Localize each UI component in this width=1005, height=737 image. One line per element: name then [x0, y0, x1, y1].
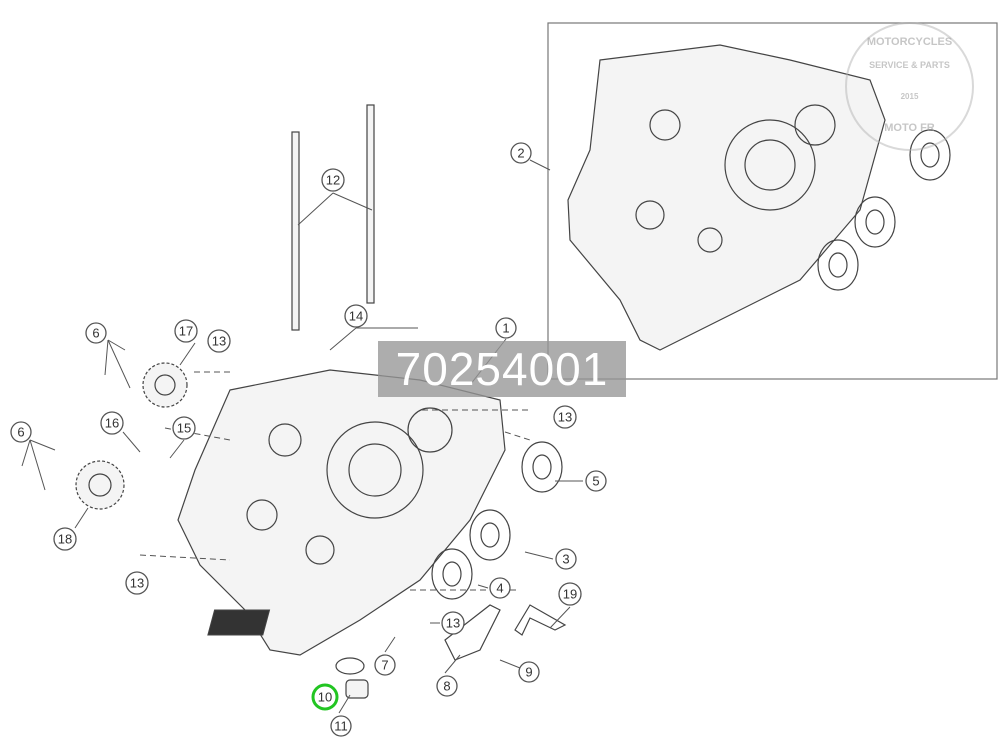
part-number-label: 70254001 — [378, 341, 626, 397]
callout-14: 14 — [344, 304, 368, 328]
svg-text:11: 11 — [334, 719, 348, 734]
watermark-bottom-text: MOTO FR — [884, 122, 935, 134]
callout-18: 18 — [53, 527, 77, 551]
callout-17: 17 — [174, 319, 198, 343]
svg-text:17: 17 — [179, 324, 193, 339]
svg-text:18: 18 — [58, 532, 72, 547]
svg-text:13: 13 — [130, 576, 144, 591]
callout-13: 13 — [125, 571, 149, 595]
callout-2: 2 — [510, 142, 532, 164]
inset-frame — [547, 22, 998, 380]
svg-text:9: 9 — [525, 665, 532, 680]
callout-6: 6 — [10, 421, 32, 443]
oil-screen — [207, 609, 271, 636]
svg-text:16: 16 — [105, 416, 119, 431]
cover-plate — [444, 604, 501, 661]
callout-7: 7 — [374, 654, 396, 676]
watermark-year: 2015 — [900, 92, 919, 101]
svg-text:10: 10 — [318, 690, 332, 705]
callout-4: 4 — [489, 577, 511, 599]
callout-13: 13 — [207, 329, 231, 353]
o-ring — [335, 657, 365, 675]
svg-text:13: 13 — [558, 410, 572, 425]
svg-text:13: 13 — [446, 616, 460, 631]
callout-5: 5 — [585, 470, 607, 492]
bearings — [431, 441, 563, 600]
svg-text:5: 5 — [592, 474, 599, 489]
svg-text:6: 6 — [17, 425, 24, 440]
svg-text:15: 15 — [177, 421, 191, 436]
callout-8: 8 — [436, 675, 458, 697]
watermark-seal: MOTORCYCLES SERVICE & PARTS 2015 MOTO FR — [845, 22, 974, 151]
callout-3: 3 — [555, 548, 577, 570]
bracket — [514, 604, 567, 636]
callout-16: 16 — [100, 411, 124, 435]
svg-text:12: 12 — [326, 173, 340, 188]
svg-text:8: 8 — [443, 679, 450, 694]
svg-text:4: 4 — [496, 581, 503, 596]
gear-17 — [142, 362, 188, 408]
svg-text:13: 13 — [212, 334, 226, 349]
svg-text:7: 7 — [381, 658, 388, 673]
callout-10-highlighted: 10 — [311, 683, 339, 711]
svg-text:19: 19 — [563, 587, 577, 602]
callout-9: 9 — [518, 661, 540, 683]
gear-18 — [75, 460, 125, 510]
callout-15: 15 — [172, 416, 196, 440]
svg-text:2: 2 — [517, 146, 524, 161]
stud-bolts — [291, 104, 375, 331]
drain-plug — [345, 679, 369, 699]
callout-13: 13 — [441, 611, 465, 635]
callout-6: 6 — [85, 322, 107, 344]
watermark-middle-text: SERVICE & PARTS — [869, 60, 950, 70]
callout-13: 13 — [553, 405, 577, 429]
callout-19: 19 — [558, 582, 582, 606]
inset-crankcase-half — [567, 44, 886, 351]
svg-text:3: 3 — [562, 552, 569, 567]
callout-11: 11 — [330, 715, 352, 737]
watermark-top-text: MOTORCYCLES — [866, 36, 953, 48]
svg-text:6: 6 — [92, 326, 99, 341]
callout-12: 12 — [321, 168, 345, 192]
svg-text:14: 14 — [349, 309, 363, 324]
